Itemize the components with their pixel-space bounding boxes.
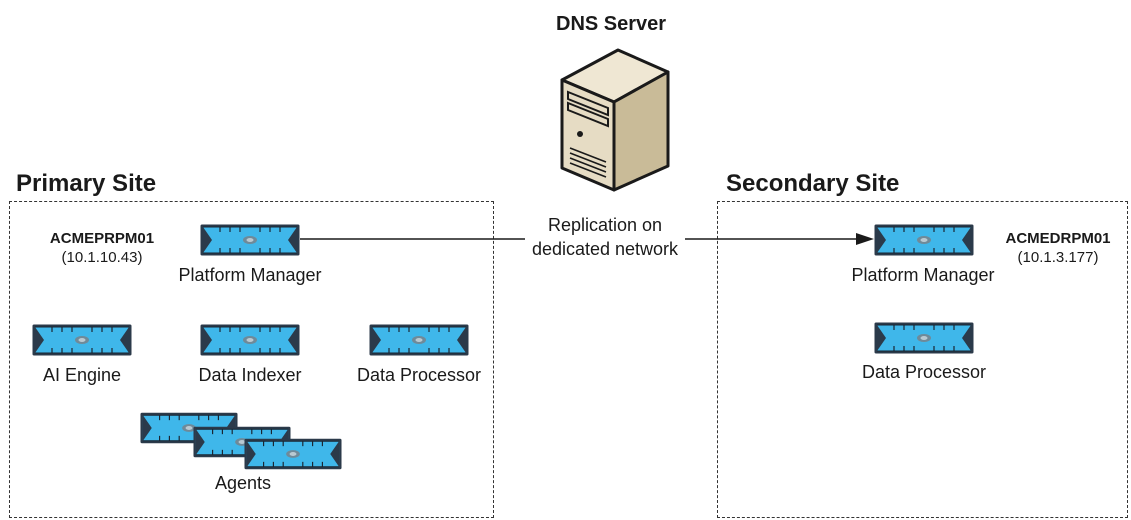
dns-server-title: DNS Server bbox=[556, 13, 667, 35]
primary-host-name: ACMEPRPM01 bbox=[49, 230, 155, 247]
agent-appliance-icon bbox=[244, 438, 342, 470]
arrowhead-icon bbox=[856, 233, 874, 245]
primary-site-title: Primary Site bbox=[16, 170, 157, 197]
replication-label: Replication on dedicated network bbox=[525, 213, 685, 261]
data-indexer-appliance-icon bbox=[200, 324, 300, 356]
agents-label: Agents bbox=[214, 473, 272, 493]
secondary-host-ip: (10.1.3.177) bbox=[1017, 249, 1099, 266]
secondary-host-name: ACMEDRPM01 bbox=[1005, 230, 1111, 247]
primary-data-processor-appliance-icon bbox=[369, 324, 469, 356]
secondary-data-processor-label: Data Processor bbox=[861, 362, 987, 382]
ai-engine-label: AI Engine bbox=[42, 365, 122, 385]
replication-label-line1: Replication on bbox=[547, 215, 663, 235]
secondary-data-processor-appliance-icon bbox=[874, 322, 974, 354]
primary-host-ip: (10.1.10.43) bbox=[61, 249, 143, 266]
secondary-platform-manager-appliance-icon bbox=[874, 224, 974, 256]
secondary-platform-manager-label: Platform Manager bbox=[851, 265, 995, 285]
primary-platform-manager-label: Platform Manager bbox=[178, 265, 322, 285]
secondary-site-boundary bbox=[717, 201, 1128, 518]
primary-data-processor-label: Data Processor bbox=[356, 365, 482, 385]
data-indexer-label: Data Indexer bbox=[198, 365, 302, 385]
replication-label-line2: dedicated network bbox=[531, 239, 679, 259]
primary-site-boundary bbox=[9, 201, 494, 518]
primary-platform-manager-appliance-icon bbox=[200, 224, 300, 256]
ai-engine-appliance-icon bbox=[32, 324, 132, 356]
tower-server-icon bbox=[560, 48, 670, 192]
secondary-site-title: Secondary Site bbox=[726, 170, 900, 197]
